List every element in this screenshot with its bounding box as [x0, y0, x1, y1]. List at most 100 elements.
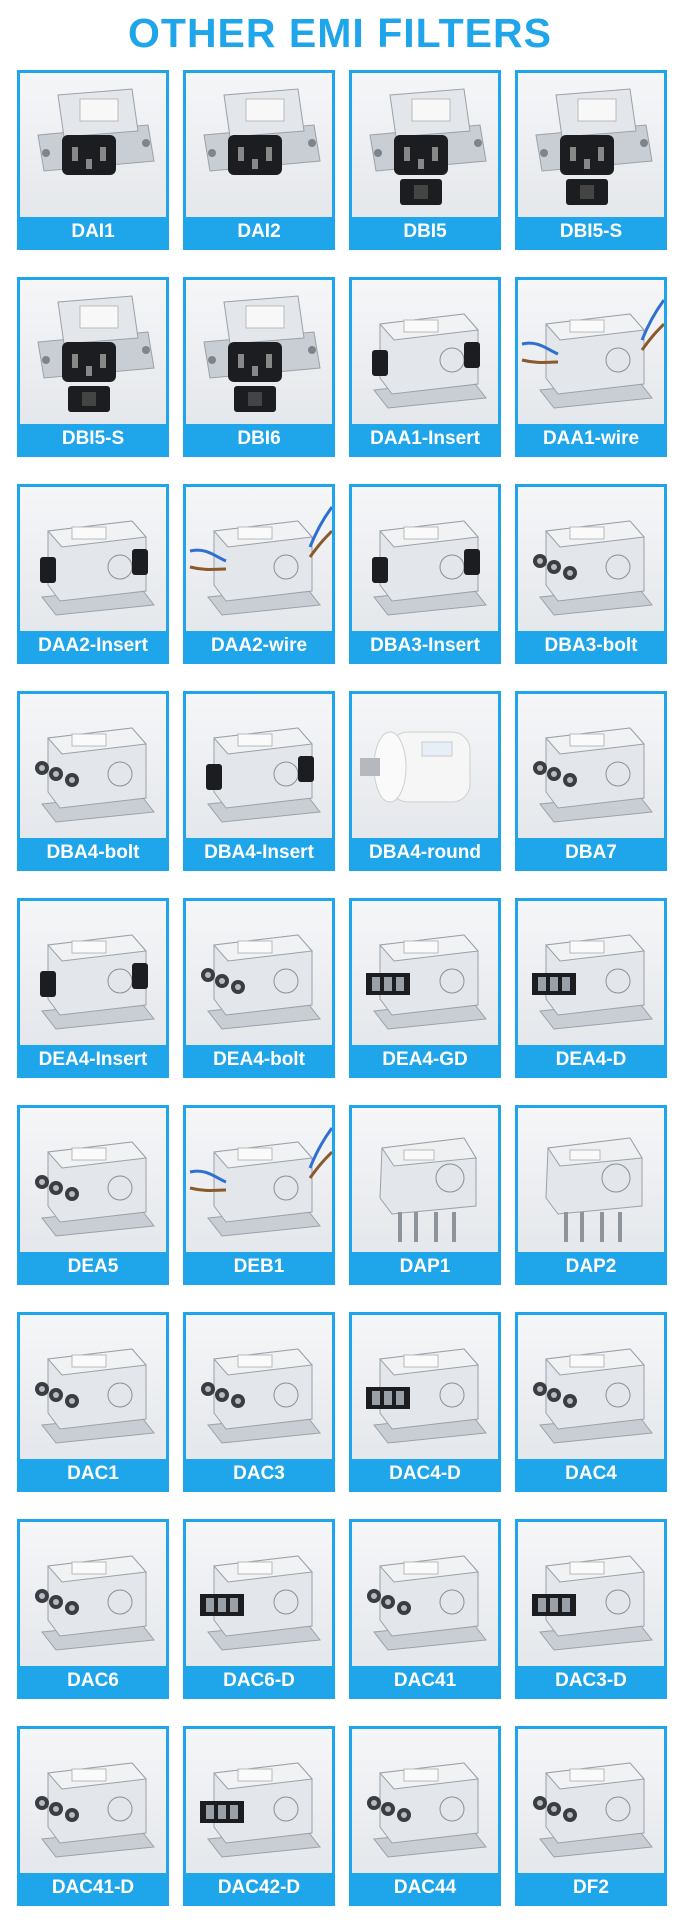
product-card[interactable]: DAC3-D [515, 1519, 667, 1699]
product-card[interactable]: DBI5-S [17, 277, 169, 457]
product-card[interactable]: DAC4-D [349, 1312, 501, 1492]
product-card[interactable]: DAC3 [183, 1312, 335, 1492]
product-card[interactable]: DAP2 [515, 1105, 667, 1285]
product-image [186, 1729, 332, 1876]
product-card[interactable]: DAI2 [183, 70, 335, 250]
product-image [20, 280, 166, 427]
product-card[interactable]: DEA5 [17, 1105, 169, 1285]
product-card[interactable]: DAC4 [515, 1312, 667, 1492]
product-image [518, 1729, 664, 1876]
product-card[interactable]: DAA2-Insert [17, 484, 169, 664]
product-card[interactable]: DAC6 [17, 1519, 169, 1699]
product-label: DBI5-S [20, 424, 166, 454]
product-label: DBA7 [518, 838, 664, 868]
product-image [518, 487, 664, 634]
product-label: DAC3 [186, 1459, 332, 1489]
product-label: DBA4-Insert [186, 838, 332, 868]
product-image [352, 694, 498, 841]
product-card[interactable]: DAC44 [349, 1726, 501, 1906]
product-image [352, 1315, 498, 1462]
product-image [20, 487, 166, 634]
product-image [518, 1522, 664, 1669]
product-image [352, 1522, 498, 1669]
product-image [20, 1729, 166, 1876]
product-label: DAC4-D [352, 1459, 498, 1489]
product-image [518, 280, 664, 427]
product-label: DBI6 [186, 424, 332, 454]
product-image [352, 73, 498, 220]
product-label: DBA3-bolt [518, 631, 664, 661]
product-label: DAA2-wire [186, 631, 332, 661]
product-card[interactable]: DF2 [515, 1726, 667, 1906]
product-label: DAI1 [20, 217, 166, 247]
product-label: DBA4-round [352, 838, 498, 868]
product-label: DAC41 [352, 1666, 498, 1696]
product-card[interactable]: DEA4-D [515, 898, 667, 1078]
product-label: DBA4-bolt [20, 838, 166, 868]
product-card[interactable]: DAC6-D [183, 1519, 335, 1699]
product-card[interactable]: DBA4-bolt [17, 691, 169, 871]
product-image [518, 1315, 664, 1462]
page-title: OTHER EMI FILTERS [128, 10, 552, 56]
product-label: DAC42-D [186, 1873, 332, 1903]
product-card[interactable]: DBA3-bolt [515, 484, 667, 664]
product-label: DAC6-D [186, 1666, 332, 1696]
product-image [518, 1108, 664, 1255]
product-card[interactable]: DBI5 [349, 70, 501, 250]
product-label: DEA4-D [518, 1045, 664, 1075]
product-card[interactable]: DEA4-GD [349, 898, 501, 1078]
product-card[interactable]: DAA1-wire [515, 277, 667, 457]
product-card[interactable]: DBA7 [515, 691, 667, 871]
product-image [352, 1108, 498, 1255]
product-image [186, 73, 332, 220]
product-image [352, 901, 498, 1048]
product-image [20, 1522, 166, 1669]
product-image [186, 487, 332, 634]
product-label: DEA4-GD [352, 1045, 498, 1075]
product-card[interactable]: DBA4-Insert [183, 691, 335, 871]
product-image [518, 901, 664, 1048]
product-card[interactable]: DAC41 [349, 1519, 501, 1699]
product-image [518, 694, 664, 841]
product-label: DEB1 [186, 1252, 332, 1282]
product-label: DEA5 [20, 1252, 166, 1282]
product-label: DAI2 [186, 217, 332, 247]
product-label: DAC41-D [20, 1873, 166, 1903]
product-label: DAC3-D [518, 1666, 664, 1696]
product-image [20, 901, 166, 1048]
product-label: DAA1-wire [518, 424, 664, 454]
product-image [186, 280, 332, 427]
product-card[interactable]: DAC1 [17, 1312, 169, 1492]
product-image [186, 901, 332, 1048]
product-label: DBI5 [352, 217, 498, 247]
product-card[interactable]: DEB1 [183, 1105, 335, 1285]
product-card[interactable]: DAP1 [349, 1105, 501, 1285]
product-card[interactable]: DEA4-bolt [183, 898, 335, 1078]
product-label: DAA1-Insert [352, 424, 498, 454]
product-image [20, 1108, 166, 1255]
product-card[interactable]: DAI1 [17, 70, 169, 250]
product-label: DAC1 [20, 1459, 166, 1489]
product-image [186, 1522, 332, 1669]
product-image [352, 487, 498, 634]
product-card[interactable]: DBA4-round [349, 691, 501, 871]
product-image [20, 1315, 166, 1462]
product-card[interactable]: DBA3-Insert [349, 484, 501, 664]
product-card[interactable]: DEA4-Insert [17, 898, 169, 1078]
product-label: DBI5-S [518, 217, 664, 247]
product-card[interactable]: DAC42-D [183, 1726, 335, 1906]
product-label: DAA2-Insert [20, 631, 166, 661]
product-card[interactable]: DAC41-D [17, 1726, 169, 1906]
product-label: DAC4 [518, 1459, 664, 1489]
product-label: DEA4-Insert [20, 1045, 166, 1075]
product-card[interactable]: DAA1-Insert [349, 277, 501, 457]
product-image [186, 1315, 332, 1462]
product-image [186, 694, 332, 841]
product-image [352, 280, 498, 427]
product-card[interactable]: DAA2-wire [183, 484, 335, 664]
product-label: DAC44 [352, 1873, 498, 1903]
product-card[interactable]: DBI6 [183, 277, 335, 457]
product-card[interactable]: DBI5-S [515, 70, 667, 250]
product-label: DEA4-bolt [186, 1045, 332, 1075]
